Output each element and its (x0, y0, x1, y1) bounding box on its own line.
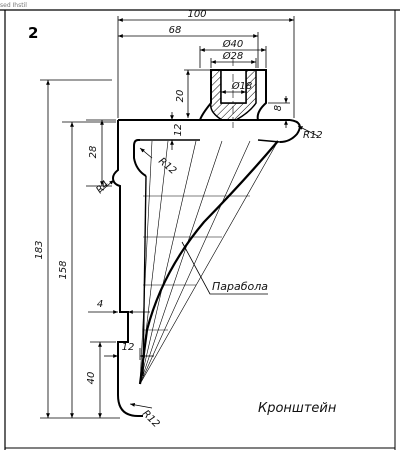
boss-section (198, 58, 267, 128)
dim-r4: R4 (94, 179, 111, 196)
dim-r12-inner: R12 (156, 156, 178, 177)
dim-28: 28 (88, 146, 99, 159)
drawing-title: Кронштейн (258, 401, 337, 416)
dim-100: 100 (187, 9, 206, 20)
dim-dia-28: Ø28 (222, 50, 244, 62)
dim-68: 68 (169, 25, 182, 36)
dim-r12-right: R12 (303, 130, 323, 141)
dim-40: 40 (86, 372, 97, 385)
dim-4: 4 (97, 299, 103, 310)
dimension-lines (40, 16, 319, 419)
dim-8: 8 (273, 105, 284, 111)
parabola-label: Парабола (212, 280, 268, 293)
dim-183: 183 (34, 240, 45, 259)
scan-header-text: sed Ihstil (0, 2, 27, 9)
dim-158: 158 (58, 260, 69, 279)
dim-20: 20 (175, 90, 186, 103)
construction-lines (139, 140, 279, 385)
dim-dia-40: Ø40 (222, 38, 244, 50)
dim-r12-bottom: R12 (140, 408, 162, 430)
parabola-curve (138, 140, 279, 385)
dim-12-bottom: 12 (122, 342, 135, 353)
sheet-frame (0, 9, 400, 450)
dim-dia-18: Ø18 (231, 80, 253, 92)
dim-12-top: 12 (173, 124, 184, 137)
figure-number: 2 (28, 24, 38, 42)
